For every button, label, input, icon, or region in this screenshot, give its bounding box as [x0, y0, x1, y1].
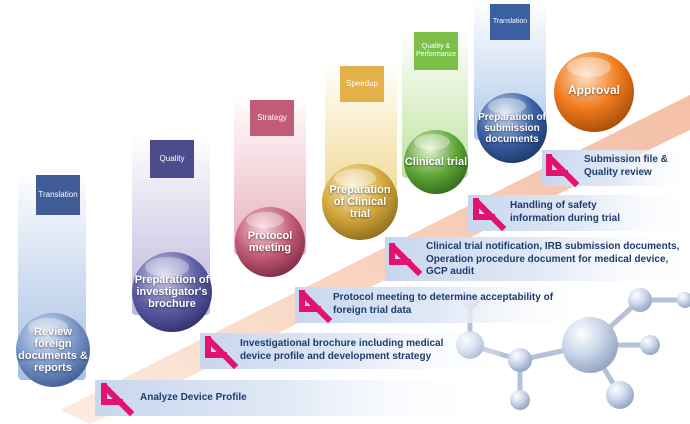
stage-label-2: Preparation of investigator's brochure: [134, 273, 210, 311]
stage-tag-3: Strategy: [250, 100, 294, 136]
arrow-icon: [299, 290, 333, 324]
arrow-icon: [546, 154, 580, 188]
arrow-icon: [101, 383, 135, 417]
step-text-3: Protocol meeting to determine acceptabil…: [333, 292, 554, 316]
stage-tag-5: Quality & Performance: [414, 32, 458, 70]
step-text-2: Investigational brochure including medic…: [240, 338, 444, 362]
stage-label-1: Review foreign documents & reports: [18, 325, 88, 375]
stage-ball-2: [132, 252, 212, 332]
stage-label-4: Preparation of Clinical trial: [329, 183, 391, 221]
stage-ball-5: [404, 130, 468, 194]
stage-tag-2: Quality: [150, 140, 194, 178]
step-text-4: Clinical trial notification, IRB submiss…: [426, 241, 680, 277]
arrow-icon: [473, 198, 507, 232]
stage-tag-6: Translation: [490, 4, 530, 40]
stage-label-5: Clinical trial: [404, 155, 468, 168]
stage-ball-1: [16, 313, 90, 387]
stage-tag-4: Speedup: [340, 66, 384, 102]
step-text-1: Analyze Device Profile: [140, 392, 247, 403]
ball-highlights: [28, 57, 611, 336]
step-bar-3: [295, 287, 585, 323]
stage-label-7: Approval: [567, 83, 620, 98]
step-arrows: [101, 154, 580, 417]
step-text-6: Submission file & Quality review: [584, 154, 668, 178]
stage-ball-7: [554, 52, 634, 132]
stage-label-6: Preparation of submission documents: [478, 111, 546, 145]
step-text-5: Handling of safety information during tr…: [510, 200, 620, 224]
step-bar-6: [542, 150, 690, 186]
stage-ball-6: [477, 93, 547, 163]
stage-ball-3: [235, 207, 305, 277]
arrow-icon: [205, 336, 239, 370]
step-bar-5: [468, 195, 690, 231]
arrow-icon: [389, 243, 423, 277]
stage-ball-4: [322, 164, 398, 240]
stage-label-3: Protocol meeting: [247, 229, 293, 254]
stage-tag-1: Translation: [36, 175, 80, 215]
step-bar-1: [95, 380, 475, 416]
step-bar-4: [385, 237, 690, 281]
step-bar-2: [200, 333, 500, 369]
